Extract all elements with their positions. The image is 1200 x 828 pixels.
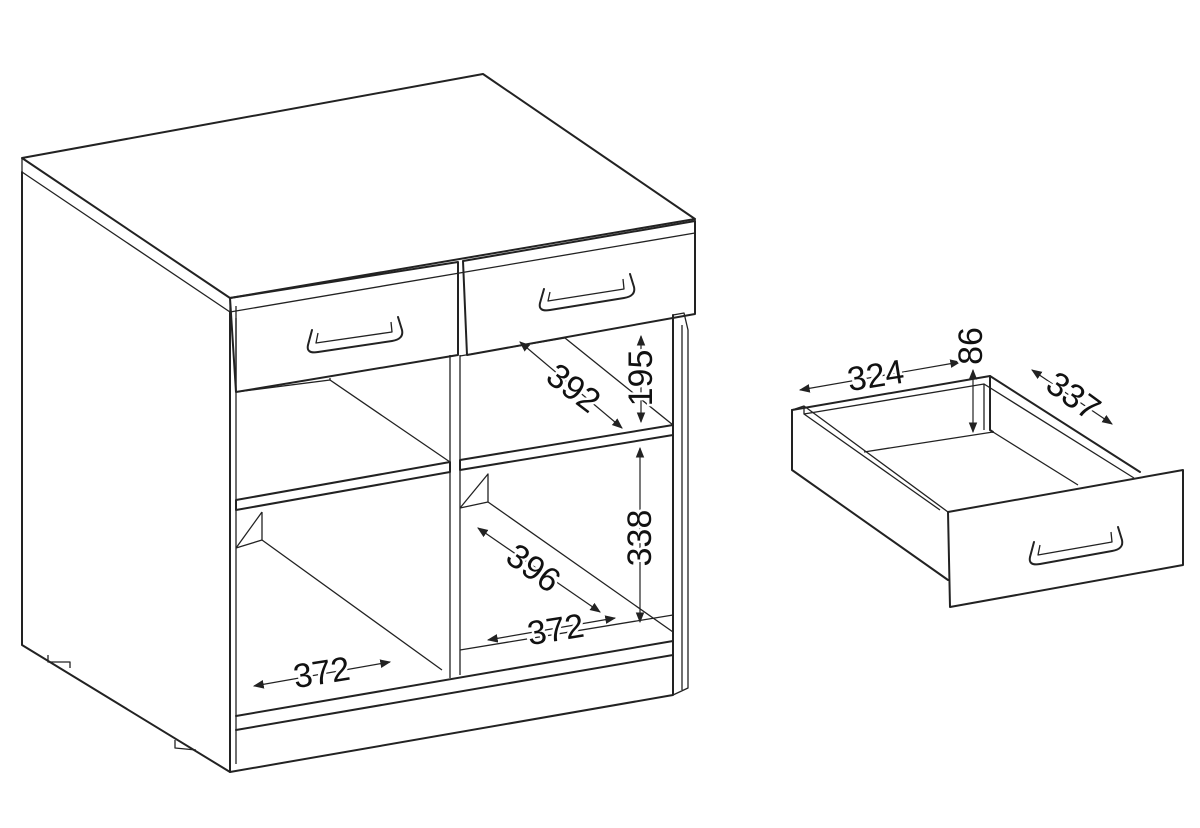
dim-label-338: 338: [621, 510, 659, 567]
right-drawer-front: [462, 220, 696, 356]
drawer-front: [947, 469, 1184, 608]
right-drawer-handle-icon: [538, 273, 636, 312]
center-divider: [449, 355, 461, 678]
cabinet-left-side: [21, 171, 231, 773]
dim-label-86: 86: [952, 327, 990, 365]
bottom-shelf: [235, 640, 674, 731]
left-drawer-handle-icon: [306, 316, 404, 354]
dim-label-396: 396: [499, 536, 567, 600]
drawer: [791, 375, 1184, 608]
dimension-upper-depth: 392: [519, 341, 623, 429]
dim-label-195: 195: [622, 350, 660, 407]
dimension-upper-height: 195: [619, 334, 662, 424]
dimension-drawer-height: 86: [949, 325, 992, 434]
dim-label-372-right: 372: [525, 607, 587, 653]
dimension-drawer-depth: 337: [1031, 362, 1113, 431]
cabinet-front-frame: [229, 311, 674, 773]
drawer-handle-icon: [1028, 526, 1124, 566]
right-shelf: [459, 424, 674, 471]
cabinet-top: [21, 73, 696, 299]
dim-label-392: 392: [539, 356, 607, 420]
dimension-lower-height: 338: [618, 446, 661, 624]
dimension-inner-width-left: 372: [252, 647, 392, 699]
dimension-inner-width-right: 372: [486, 604, 617, 656]
left-drawer-front: [229, 261, 459, 393]
dim-label-337: 337: [1039, 364, 1107, 428]
dimension-lower-depth: 396: [477, 527, 601, 613]
drawer-left-side: [791, 409, 949, 581]
left-shelf: [235, 461, 451, 511]
dim-label-372-left: 372: [291, 650, 353, 696]
